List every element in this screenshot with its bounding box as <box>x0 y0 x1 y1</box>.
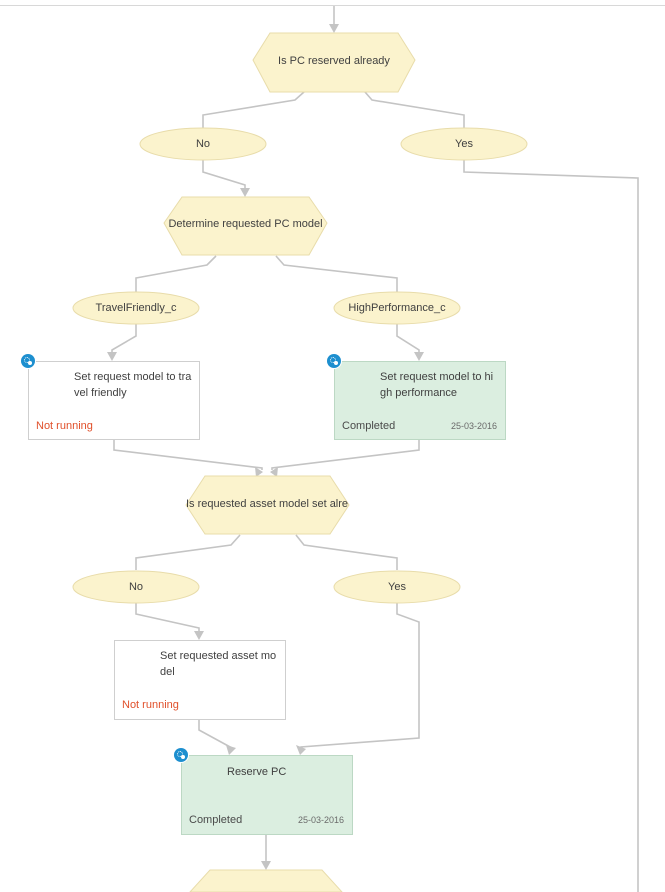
connector <box>113 440 263 470</box>
task-status: Completed <box>189 814 243 826</box>
connector <box>202 91 305 128</box>
task-status: Not running <box>122 699 179 711</box>
outcome-shape[interactable] <box>400 127 528 161</box>
task-status: Not running <box>36 420 93 432</box>
connector <box>364 91 465 128</box>
connector <box>271 440 420 470</box>
arrowheads <box>107 24 424 870</box>
connector <box>135 534 241 570</box>
connector <box>198 720 233 749</box>
decision-determine-model: Determine requested PC model <box>168 218 323 230</box>
outcome-shape[interactable] <box>72 570 200 604</box>
connector <box>295 534 398 570</box>
connectors <box>111 6 639 892</box>
task-date: 25-03-2016 <box>297 815 344 825</box>
outcome-travelfriendly-label: TravelFriendly_c <box>95 302 177 314</box>
gear-icon[interactable] <box>174 748 188 762</box>
arrowhead <box>414 352 424 361</box>
task-reserve-pc[interactable]: Reserve PC Completed 25-03-2016 <box>181 755 353 835</box>
connector <box>275 255 398 292</box>
connector <box>111 324 137 354</box>
connector <box>202 160 246 190</box>
arrowhead <box>296 745 306 755</box>
task-title: Set request model to hi gh performance <box>380 371 494 399</box>
outcome-shape[interactable] <box>139 127 267 161</box>
decision-shape[interactable] <box>163 196 328 256</box>
arrowhead <box>270 467 278 477</box>
outcome-no-label: No <box>128 581 144 593</box>
connector <box>135 255 217 292</box>
arrowhead <box>255 467 263 477</box>
outcome-yes-label: Yes <box>388 581 406 593</box>
top-divider <box>0 5 665 6</box>
outcome-yes-label: Yes <box>455 138 473 150</box>
outcome-shape[interactable] <box>333 570 461 604</box>
arrowhead <box>261 861 271 870</box>
decision-shape[interactable] <box>189 869 343 892</box>
arrowhead <box>226 745 236 755</box>
task-set-high-performance[interactable]: Set request model to hi gh performance C… <box>334 361 506 440</box>
connector <box>463 160 639 892</box>
arrowhead <box>240 188 250 197</box>
task-title: Reserve PC <box>227 766 287 778</box>
connector <box>396 324 420 354</box>
task-set-requested-asset-model[interactable]: Set requested asset mo del Not running <box>114 640 286 720</box>
connector <box>135 603 200 633</box>
decision-pc-reserved: Is PC reserved already <box>278 55 390 67</box>
outcome-shape[interactable] <box>333 291 461 325</box>
decision-asset-model-set: Is requested asset model set alre... <box>186 498 349 510</box>
arrowhead <box>107 352 117 361</box>
arrowhead <box>194 631 204 640</box>
arrowhead <box>329 24 339 33</box>
gear-icon[interactable] <box>327 354 341 368</box>
outcome-shape[interactable] <box>72 291 200 325</box>
task-set-travel-friendly[interactable]: Set request model to tra vel friendly No… <box>28 361 200 440</box>
task-title: Set request model to tra vel friendly <box>74 371 192 399</box>
gear-icon[interactable] <box>21 354 35 368</box>
task-status: Completed <box>342 420 396 432</box>
task-date: 25-03-2016 <box>450 421 497 431</box>
outcome-no-label: No <box>195 138 211 150</box>
outcome-highperformance-label: HighPerformance_c <box>348 302 446 314</box>
connector <box>300 603 420 748</box>
decision-shape[interactable] <box>252 32 416 93</box>
task-title: Set requested asset mo del <box>160 650 277 678</box>
decision-shape[interactable] <box>185 475 350 535</box>
